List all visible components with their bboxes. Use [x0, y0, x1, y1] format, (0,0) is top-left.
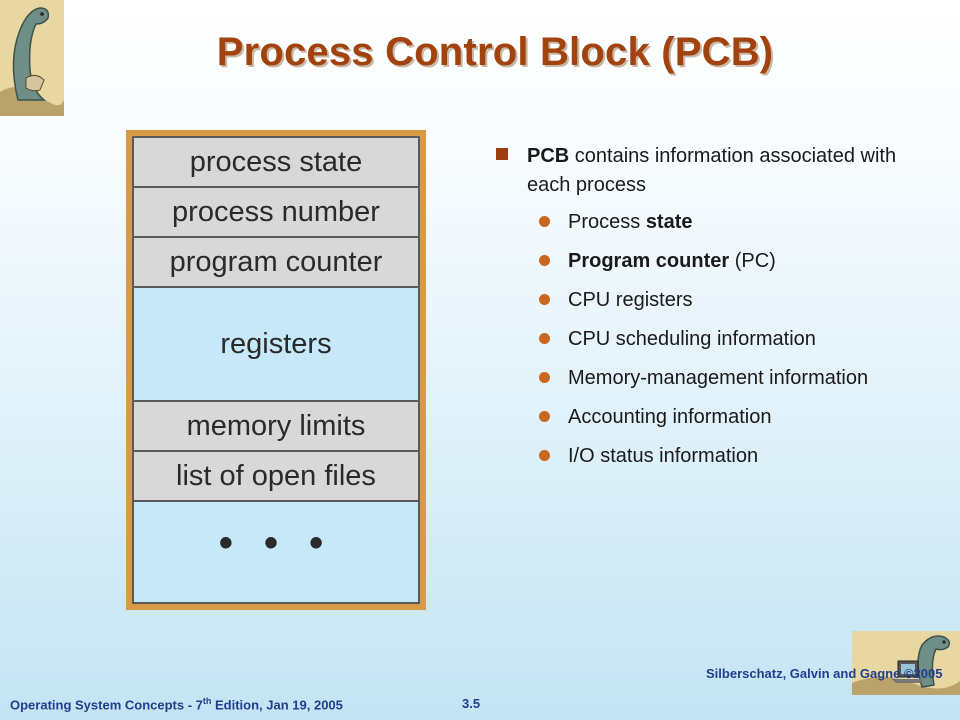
round-bullet-icon — [539, 216, 550, 227]
pcb-cell-memory-limits: memory limits — [132, 400, 420, 452]
round-bullet-icon — [539, 411, 550, 422]
round-bullet-icon — [539, 294, 550, 305]
list-item: Process state — [492, 208, 932, 236]
list-item: CPU scheduling information — [492, 325, 818, 353]
footer-page-number: 3.5 — [462, 696, 481, 711]
footer-authors: Silberschatz, Galvin and Gagne ©2005 — [706, 666, 943, 681]
main-bullet-term: PCB — [527, 145, 570, 167]
footer-book-title: Operating System Concepts - 7th Edition,… — [10, 696, 343, 713]
list-item: Program counter (PC) — [492, 247, 932, 275]
pcb-cell-open-files: list of open files — [132, 450, 420, 502]
list-item: Accounting information — [492, 403, 932, 431]
dinosaur-illustration-icon — [0, 0, 64, 116]
pcb-cell-ellipsis: • • • — [132, 500, 420, 604]
list-item: I/O status information — [492, 442, 932, 470]
pcb-cell-process-state: process state — [132, 136, 420, 188]
content-area: PCB contains information associated with… — [492, 142, 932, 481]
slide-title: Process Control Block (PCB) — [216, 30, 774, 74]
pcb-cell-process-number: process number — [132, 186, 420, 238]
round-bullet-icon — [539, 450, 550, 461]
main-bullet: PCB contains information associated with… — [492, 142, 932, 200]
pcb-cell-program-counter: program counter — [132, 236, 420, 288]
pcb-diagram: process state process number program cou… — [132, 136, 420, 604]
main-bullet-text: contains information associated with eac… — [527, 145, 897, 196]
round-bullet-icon — [539, 372, 550, 383]
pcb-cell-registers: registers — [132, 286, 420, 402]
list-item: CPU registers — [492, 286, 932, 314]
dinosaur-laptop-illustration-icon — [852, 631, 960, 695]
list-item: Memory-management information — [492, 364, 898, 392]
round-bullet-icon — [539, 333, 550, 344]
square-bullet-icon — [496, 148, 508, 160]
round-bullet-icon — [539, 255, 550, 266]
sub-bullet-list: Process state Program counter (PC) CPU r… — [492, 208, 932, 470]
